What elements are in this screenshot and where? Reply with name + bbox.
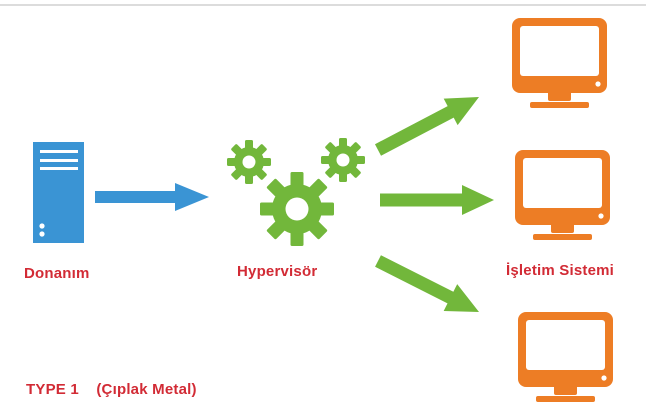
gear-small-right: [321, 138, 365, 182]
server-icon: [33, 142, 84, 243]
gear-small-left: [227, 140, 271, 184]
monitor-neck: [554, 385, 577, 395]
monitor-screen: [520, 26, 599, 76]
monitor-screen: [523, 158, 602, 208]
monitor-base: [533, 234, 592, 240]
monitor-icon: [512, 18, 607, 108]
hardware-label: Donanım: [24, 265, 90, 282]
monitor-icon: [515, 150, 610, 240]
power-led: [598, 213, 604, 219]
power-led: [595, 81, 601, 87]
power-led: [601, 375, 607, 381]
monitor-base: [536, 396, 595, 402]
monitor-base: [530, 102, 589, 108]
arrows-hypervisor-to-os: [374, 97, 494, 312]
arrow-to-os-2: [380, 185, 494, 215]
monitor-neck: [551, 223, 574, 233]
gears-icon: [227, 138, 365, 246]
arrow-hardware-to-hypervisor: [95, 183, 209, 211]
top-divider: [0, 4, 646, 6]
hypervisor-label: Hypervisör: [237, 263, 318, 280]
os-label: İşletim Sistemi: [506, 262, 615, 279]
arrow-to-os-1: [374, 97, 479, 156]
monitor-neck: [548, 91, 571, 101]
diagram-title: TYPE 1 (Çıplak Metal): [26, 381, 197, 398]
monitor-screen: [526, 320, 605, 370]
gear-large: [260, 172, 334, 246]
arrow-to-os-3: [375, 255, 479, 312]
monitor-icon: [518, 312, 613, 402]
